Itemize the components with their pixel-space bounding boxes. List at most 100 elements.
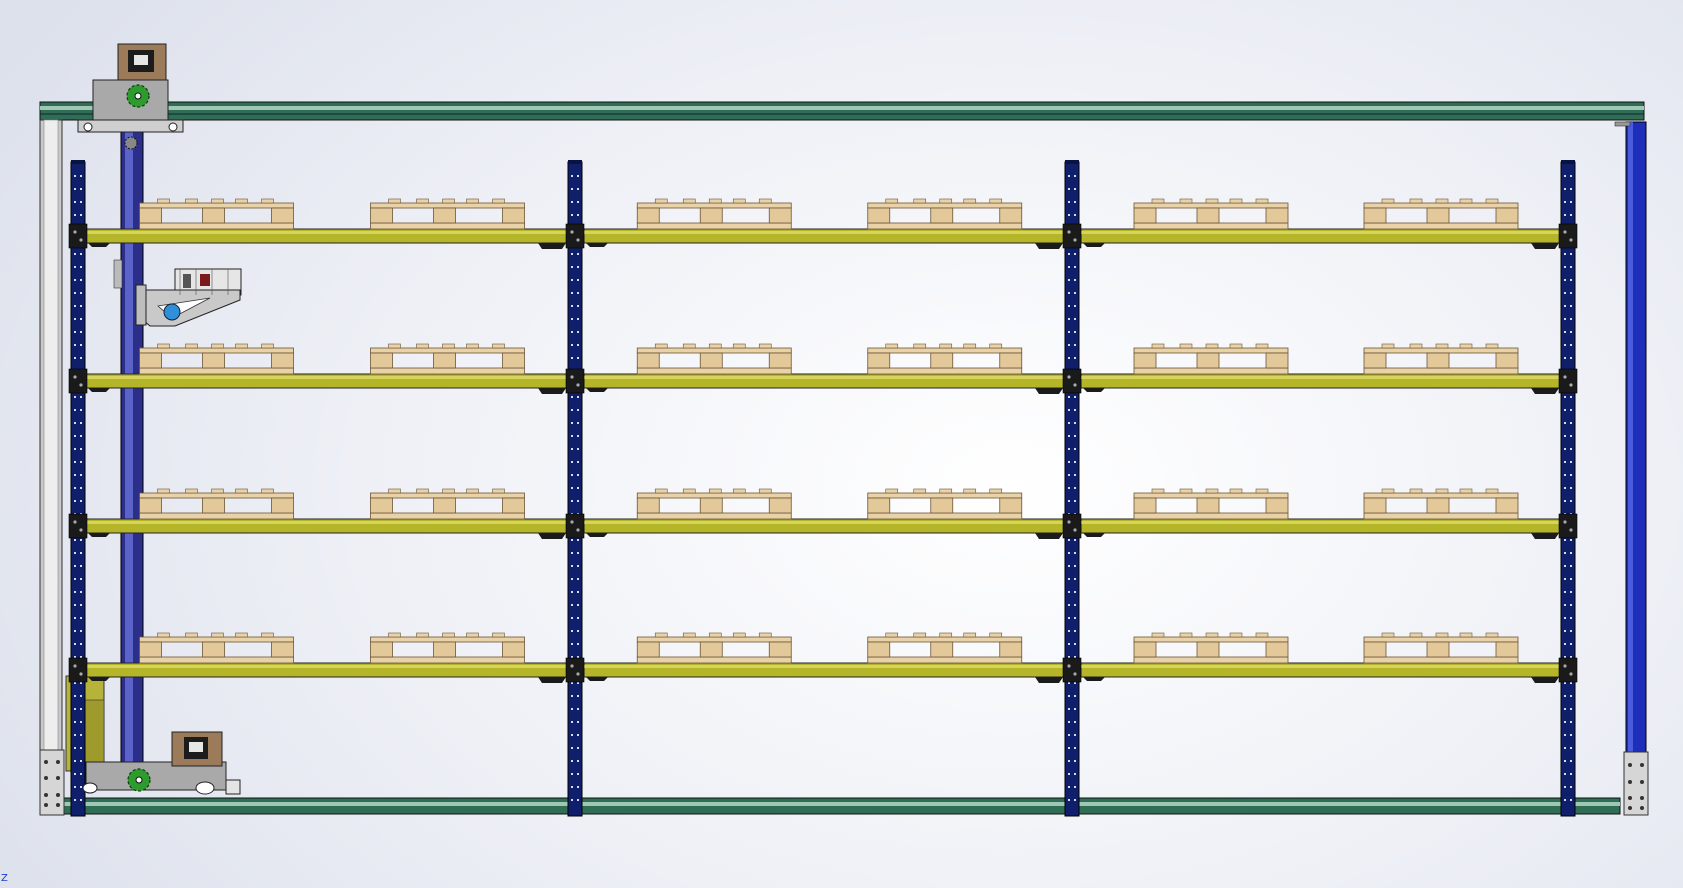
upright-hole <box>74 487 76 489</box>
upright-hole <box>571 292 573 294</box>
pallet-deck-slat <box>1485 488 1499 494</box>
pallet-deck-slat <box>492 488 505 494</box>
pallet-block <box>930 641 954 658</box>
pallet-deck-slat <box>416 343 429 349</box>
upright-hole <box>577 643 579 645</box>
pallet-deck-slat <box>1179 488 1193 494</box>
upright-hole <box>571 318 573 320</box>
pallet-block <box>1495 207 1519 224</box>
connector-bolt <box>576 672 580 676</box>
pallet-deck-slat <box>211 343 224 349</box>
pallet <box>1363 198 1519 230</box>
pallet-deck-slat <box>1229 632 1243 638</box>
upright-hole <box>571 175 573 177</box>
pallet-deck-slat <box>1485 343 1499 349</box>
upright-hole <box>80 760 82 762</box>
pallet-deck-slat <box>416 488 429 494</box>
pallet-top-board <box>636 202 792 209</box>
pallet-top-board <box>370 347 525 354</box>
connector-bolt <box>576 383 580 387</box>
upright-hole <box>1068 331 1070 333</box>
connector-bolt <box>570 375 574 379</box>
pallet-deck-slat <box>939 198 953 204</box>
pallet-top-board <box>1133 636 1289 643</box>
lift-mast-highlight <box>125 125 133 785</box>
upright-hole <box>1570 266 1572 268</box>
pallet-deck-slat <box>654 488 668 494</box>
pallet-top-board <box>636 492 792 499</box>
pallet <box>370 198 525 230</box>
upright-hole <box>1570 175 1572 177</box>
upright-hole <box>1564 643 1566 645</box>
upright-hole <box>1068 630 1070 632</box>
pallet-deck-slat <box>682 198 696 204</box>
upright-hole <box>571 721 573 723</box>
connector-bolt <box>1569 672 1573 676</box>
upright-hole <box>1074 630 1076 632</box>
pallet-block <box>1495 641 1519 658</box>
upright-hole <box>80 682 82 684</box>
upright-hole <box>80 279 82 281</box>
upright-hole <box>1074 331 1076 333</box>
upright-hole <box>1068 708 1070 710</box>
pallet-block <box>636 641 660 658</box>
pallet <box>139 632 294 664</box>
beam-connector <box>1062 223 1082 249</box>
rack-level <box>68 198 1578 249</box>
pallet-deck-slat <box>185 198 198 204</box>
upright-hole <box>80 214 82 216</box>
motor-shaft-window <box>134 55 148 65</box>
pallet-bottom-board <box>139 222 294 230</box>
upright-hole <box>577 578 579 580</box>
pallet-block <box>139 641 162 658</box>
pallet-deck-slat <box>708 198 722 204</box>
pallet-deck-slat <box>1205 343 1219 349</box>
upright-hole <box>74 357 76 359</box>
pallet <box>139 488 294 520</box>
pallet-deck-slat <box>211 488 224 494</box>
pallet-deck-slat <box>708 632 722 638</box>
upright-hole <box>1564 344 1566 346</box>
upright-hole <box>74 656 76 658</box>
upright-hole <box>1074 539 1076 541</box>
pallet-top-board <box>867 347 1023 354</box>
upright-hole <box>1074 344 1076 346</box>
pallet-deck-slat <box>442 632 455 638</box>
lhd-red-component <box>200 274 210 286</box>
upright-hole <box>1570 539 1572 541</box>
upright-hole <box>80 448 82 450</box>
pallet-block <box>768 207 792 224</box>
upright-hole <box>1074 682 1076 684</box>
upright-hole <box>1564 396 1566 398</box>
pallet-deck-slat <box>939 632 953 638</box>
upright-hole <box>1570 201 1572 203</box>
gear-hub <box>135 776 143 784</box>
pallet-block <box>139 352 162 369</box>
pallet <box>867 488 1023 520</box>
connector-bolt <box>570 664 574 668</box>
upright-hole <box>577 708 579 710</box>
upright-hole <box>1068 305 1070 307</box>
upright-hole <box>577 695 579 697</box>
beam-connector <box>1558 513 1578 539</box>
upright-hole <box>1068 734 1070 736</box>
beam-connector <box>565 657 585 683</box>
upright-hole <box>74 292 76 294</box>
upright-hole <box>1074 253 1076 255</box>
upright-hole <box>80 422 82 424</box>
upright-hole <box>577 617 579 619</box>
bottom-drive-carriage <box>82 731 241 795</box>
upright-hole <box>80 461 82 463</box>
pallet-deck-slat <box>388 198 401 204</box>
pallet-deck-slat <box>442 343 455 349</box>
beam-connector <box>68 513 88 539</box>
bolt <box>1628 763 1632 767</box>
upright-hole <box>1068 500 1070 502</box>
pallet-deck-slat <box>1409 632 1423 638</box>
upright-hole <box>1074 357 1076 359</box>
bolt <box>1640 796 1644 800</box>
pallet-top-board <box>636 347 792 354</box>
upright-hole <box>1068 786 1070 788</box>
pallet-block <box>370 207 393 224</box>
